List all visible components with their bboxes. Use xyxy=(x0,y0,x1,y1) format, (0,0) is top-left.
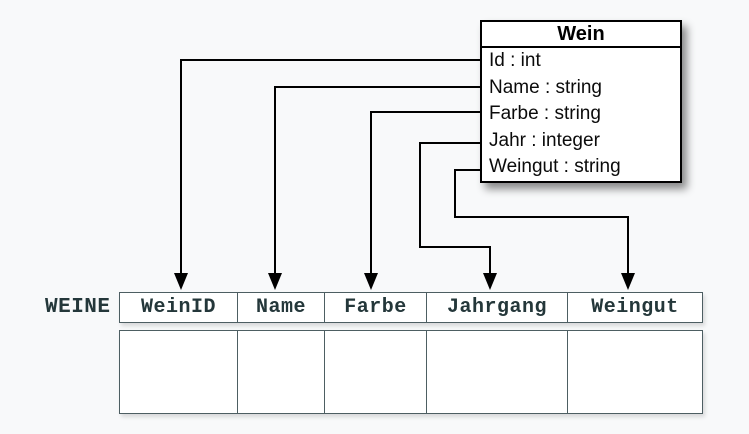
table-header-row: WeinID Name Farbe Jahrgang Weingut xyxy=(119,292,703,323)
column-header-weingut: Weingut xyxy=(591,296,679,319)
uml-attribute-list: Id : int Name : string Farbe : string Ja… xyxy=(482,48,680,181)
column-header-farbe: Farbe xyxy=(325,293,427,322)
arrowhead-weingut xyxy=(621,273,635,290)
table-cell-jahrgang xyxy=(427,331,568,413)
table-cell-name xyxy=(238,331,325,413)
arrowhead-jahrgang xyxy=(483,273,497,290)
connector-farbe-to-farbe xyxy=(370,111,481,273)
arrowhead-farbe xyxy=(364,273,378,290)
uml-attribute-farbe: Farbe : string xyxy=(489,103,601,124)
arrowhead-name xyxy=(268,273,282,290)
connector-id-to-weinid xyxy=(180,59,481,273)
arrowhead-weinid xyxy=(174,273,188,290)
column-header-weinid: WeinID xyxy=(120,293,238,322)
uml-attribute-name: Name : string xyxy=(489,76,602,98)
column-header-jahrgang: Jahrgang xyxy=(427,293,568,322)
column-header-name: Name xyxy=(238,293,325,322)
uml-attribute-jahr: Jahr : integer xyxy=(489,129,600,151)
uml-class-wein: Wein Id : int Name : string Farbe : stri… xyxy=(480,20,682,183)
uml-attribute-weingut: Weingut : string xyxy=(489,156,621,177)
connector-weingut-to-weingut xyxy=(454,169,629,273)
table-cell-weinid xyxy=(120,331,238,413)
table-name-label: WEINE xyxy=(45,296,111,319)
table-empty-row xyxy=(119,330,703,414)
table-cell-farbe xyxy=(325,331,427,413)
uml-class-title: Wein xyxy=(482,22,680,48)
connector-name-to-name xyxy=(274,86,481,273)
table-cell-weingut xyxy=(568,331,702,413)
connector-jahr-to-jahrgang xyxy=(419,142,491,273)
uml-attribute-id: Id : int xyxy=(489,50,541,71)
